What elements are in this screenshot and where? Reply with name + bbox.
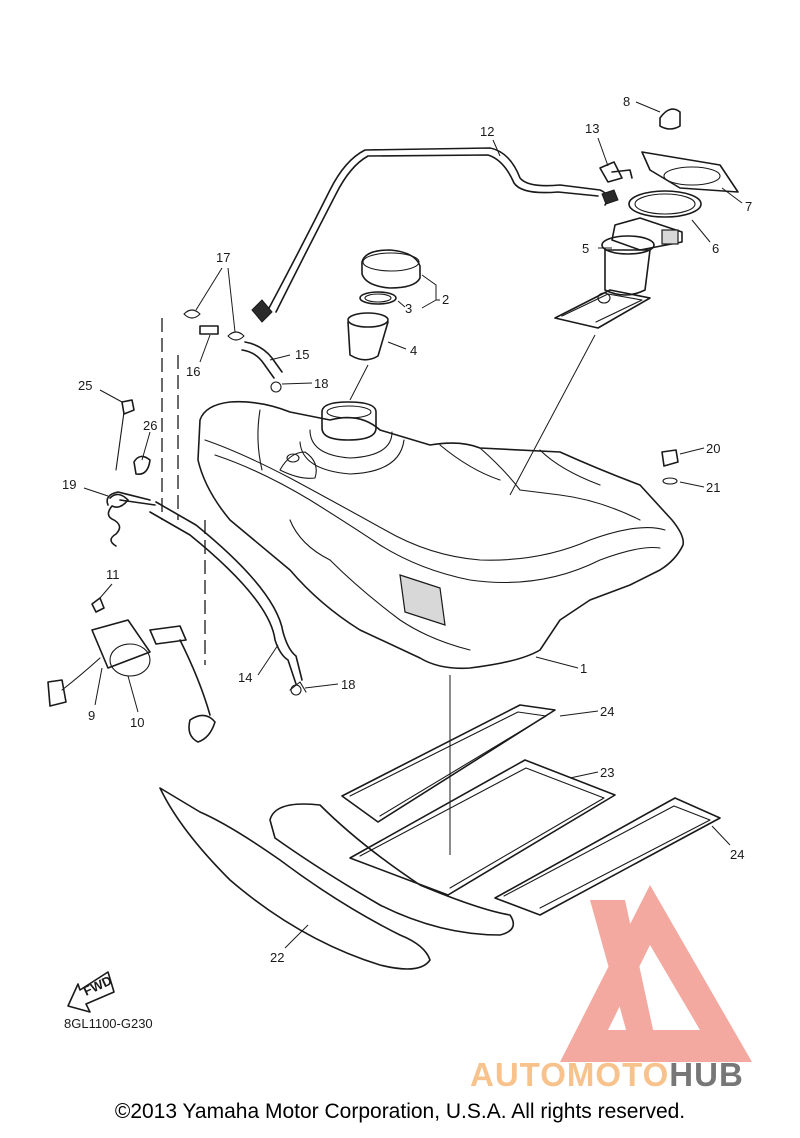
- under-protector-22: [159, 787, 515, 970]
- callout-21: 21: [706, 480, 720, 495]
- callout-26: 26: [143, 418, 157, 433]
- callout-22: 22: [270, 950, 284, 965]
- fuel-hose-12: [251, 147, 633, 323]
- callout-6: 6: [712, 241, 719, 256]
- fuel-cap-parts: [347, 249, 421, 361]
- breather-parts: [183, 309, 307, 696]
- callout-2: 2: [442, 292, 449, 307]
- fuel-tank: [197, 400, 685, 670]
- callout-14: 14: [238, 670, 252, 685]
- watermark-part-hub: HUB: [669, 1056, 744, 1093]
- nut-washer: [661, 449, 679, 485]
- callout-15: 15: [295, 347, 309, 362]
- fwd-arrow-icon: FWD: [67, 971, 115, 1013]
- callout-13: 13: [585, 121, 599, 136]
- callout-3: 3: [405, 301, 412, 316]
- hose-19: [106, 399, 156, 547]
- callout-24-right: 24: [730, 847, 744, 862]
- callout-10: 10: [130, 715, 144, 730]
- callouts: 1 2 3 4 5 6 7 8 9 10 11 12 13 14 15 16 1…: [62, 94, 752, 965]
- callout-18-bottom: 18: [341, 677, 355, 692]
- callout-20: 20: [706, 441, 720, 456]
- callout-4: 4: [410, 343, 417, 358]
- callout-11: 11: [106, 567, 120, 582]
- watermark-text: AUTOMOTOHUB: [470, 1056, 744, 1094]
- callout-16: 16: [186, 364, 200, 379]
- guide-lines: [161, 318, 596, 855]
- callout-12: 12: [480, 124, 494, 139]
- callout-25: 25: [78, 378, 92, 393]
- callout-19: 19: [62, 477, 76, 492]
- callout-7: 7: [745, 199, 752, 214]
- pads: [341, 704, 721, 916]
- diagram-code: 8GL1100-G230: [64, 1016, 153, 1031]
- fuel-sender: [47, 597, 216, 743]
- callout-8: 8: [623, 94, 630, 109]
- copyright-notice: ©2013 Yamaha Motor Corporation, U.S.A. A…: [114, 1100, 686, 1123]
- drain-hose-14: [149, 501, 303, 685]
- callout-1: 1: [580, 661, 587, 676]
- watermark-part-moto: MOTO: [566, 1056, 670, 1093]
- watermark-part-auto: AUTO: [470, 1056, 567, 1093]
- callout-18-top: 18: [314, 376, 328, 391]
- callout-23: 23: [600, 765, 614, 780]
- callout-17: 17: [216, 250, 230, 265]
- callout-5: 5: [582, 241, 589, 256]
- callout-24-top: 24: [600, 704, 614, 719]
- fuel-pump-assembly: [554, 108, 739, 329]
- callout-9: 9: [88, 708, 95, 723]
- autotmotohub-logo: [560, 885, 752, 1062]
